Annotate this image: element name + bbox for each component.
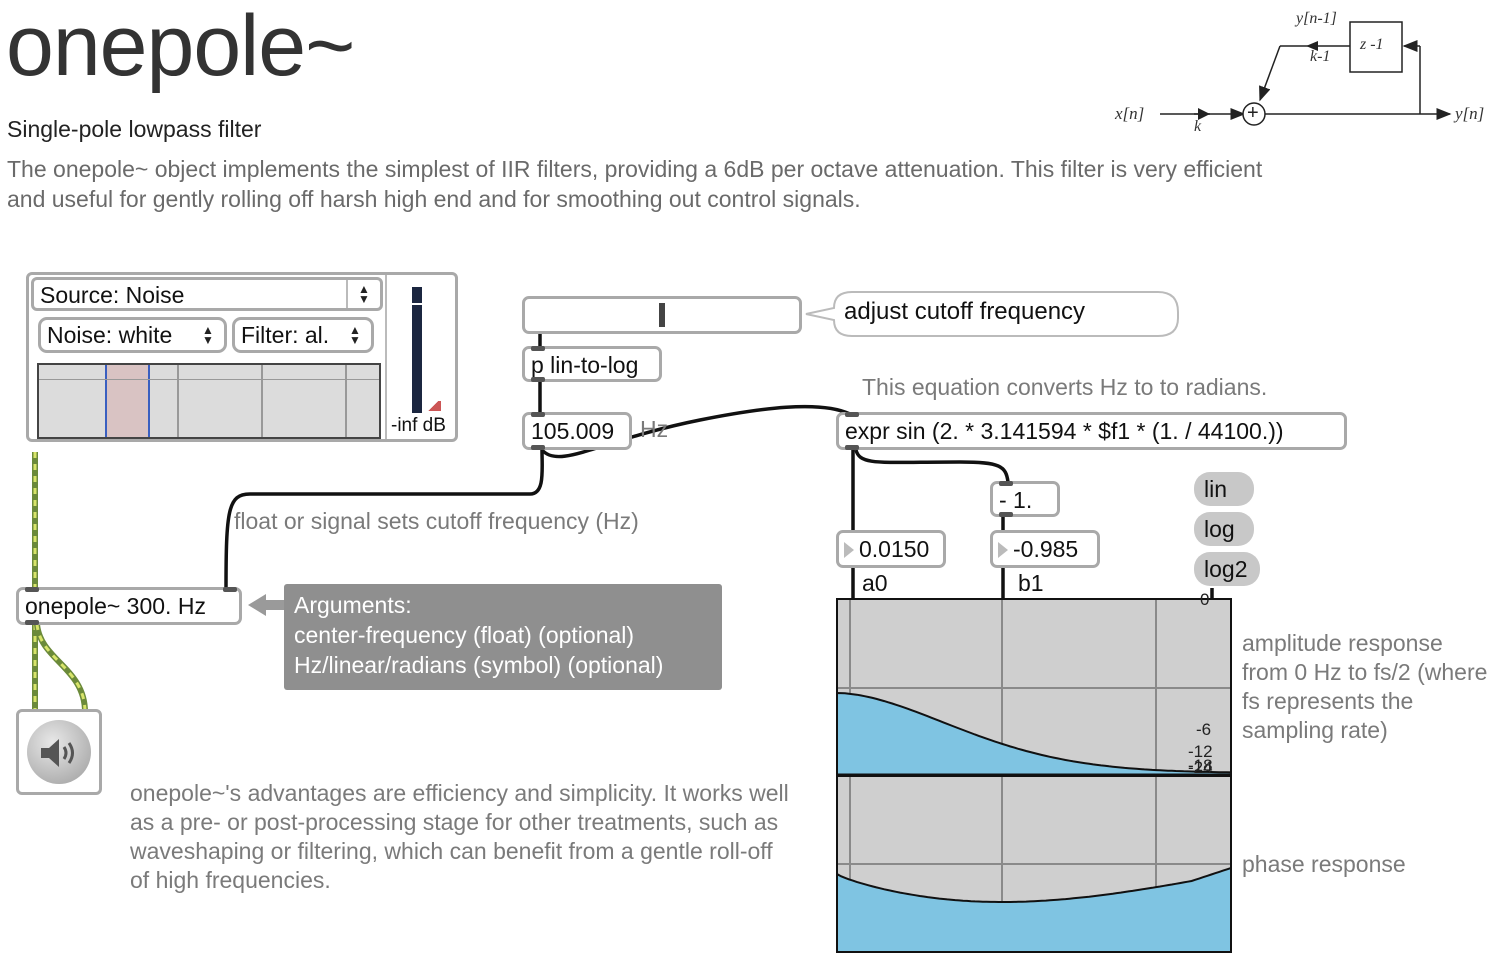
scale-lin-label: lin — [1204, 476, 1228, 502]
hz-number-box[interactable]: 105.009 — [522, 412, 632, 450]
diagram-lines — [1160, 21, 1452, 126]
diagram-sum-symbol: + — [1247, 102, 1259, 124]
outlet[interactable] — [531, 445, 545, 450]
diagram-delay-label: z -1 — [1360, 36, 1384, 53]
expr-label: expr sin (2. * 3.141594 * $f1 * (1. / 44… — [845, 418, 1284, 444]
db-tick-0: 0 — [1200, 590, 1210, 609]
amplitude-comment: amplitude response from 0 Hz to fs/2 (wh… — [1242, 630, 1488, 743]
scale-log2-label: log2 — [1204, 556, 1248, 582]
filter-graph[interactable]: 0 -6 -12 -18 -24 — [836, 590, 1232, 954]
hz-unit-label: Hz — [640, 416, 669, 442]
noise-menu[interactable]: Noise: white ▲▼ — [38, 317, 227, 353]
db-tick-18: -18 — [1188, 756, 1213, 775]
amplitude-curve — [836, 691, 1232, 777]
a0-label: a0 — [862, 570, 888, 596]
grid-line — [261, 365, 263, 437]
slider-thumb[interactable] — [659, 303, 665, 327]
noise-menu-label: Noise: white — [47, 322, 173, 348]
page-title: onepole~ — [6, 0, 355, 94]
arguments-title: Arguments: — [294, 592, 412, 618]
updown-arrows-icon: ▲▼ — [346, 280, 380, 308]
inlet[interactable] — [845, 412, 859, 417]
cutoff-slider[interactable] — [522, 296, 802, 334]
outlet[interactable] — [531, 377, 545, 382]
minus-one-object[interactable]: - 1. — [990, 481, 1060, 517]
diagram-feedback-label: y[n-1] — [1296, 10, 1337, 27]
inlet[interactable] — [999, 481, 1013, 486]
scale-lin-button[interactable]: lin — [1194, 472, 1254, 506]
db-tick-12: -12 — [1188, 742, 1213, 761]
outlet[interactable] — [25, 620, 39, 625]
scale-log2-button[interactable]: log2 — [1194, 552, 1260, 586]
filter-menu[interactable]: Filter: al. ▲▼ — [232, 317, 374, 353]
arguments-line-2: Hz/linear/radians (symbol) (optional) — [294, 652, 664, 678]
level-meter — [412, 287, 422, 413]
meter-clip-indicator — [425, 401, 441, 411]
updown-arrows-icon: ▲▼ — [349, 323, 361, 347]
source-menu[interactable]: Source: Noise ▲▼ — [31, 277, 383, 311]
hz-value: 105.009 — [531, 418, 615, 444]
expr-object[interactable]: expr sin (2. * 3.141594 * $f1 * (1. / 44… — [836, 412, 1347, 450]
audio-output-button[interactable] — [16, 709, 102, 795]
equation-comment: This equation converts Hz to to radians. — [862, 374, 1268, 400]
filter-block-diagram: x[n] y[n] y[n-1] k-1 k z -1 + — [1110, 8, 1490, 138]
meter-label: -inf dB — [391, 415, 446, 436]
comment-bubble — [805, 291, 1179, 337]
band-high-marker[interactable] — [148, 365, 150, 437]
advantages-comment: onepole~'s advantages are efficiency and… — [130, 780, 789, 893]
scale-log-button[interactable]: log — [1194, 512, 1254, 546]
float-comment: float or signal sets cutoff frequency (H… — [234, 508, 639, 534]
filter-graph-svg — [836, 598, 1232, 953]
source-panel: Source: Noise ▲▼ Noise: white ▲▼ Filter:… — [26, 272, 458, 442]
panel-divider — [385, 275, 387, 439]
onepole-label: onepole~ 300. Hz — [25, 593, 206, 619]
grid-line — [345, 365, 347, 437]
lin-to-log-object[interactable]: p lin-to-log — [522, 346, 662, 382]
arguments-box: Arguments: center-frequency (float) (opt… — [284, 584, 722, 690]
diagram-gain-k-label: k — [1194, 118, 1202, 135]
source-menu-label: Source: Noise — [40, 282, 185, 308]
db-tick-6: -6 — [1196, 720, 1212, 739]
outlet[interactable] — [999, 512, 1013, 517]
phase-comment: phase response — [1242, 851, 1406, 877]
number-triangle-icon — [844, 542, 854, 558]
page-description: The onepole~ object implements the simpl… — [7, 156, 1263, 212]
diagram-output-label: y[n] — [1455, 104, 1485, 123]
b1-label: b1 — [1018, 570, 1044, 596]
b1-number-box[interactable]: -0.985 — [990, 530, 1100, 568]
filter-menu-label: Filter: al. — [241, 322, 330, 348]
minus-one-label: - 1. — [999, 487, 1033, 513]
phase-curve — [836, 866, 1232, 953]
db-tick-24: -24 — [1188, 758, 1213, 777]
inlet[interactable] — [531, 346, 545, 351]
a0-number-box[interactable]: 0.0150 — [836, 530, 946, 568]
outlet[interactable] — [845, 445, 859, 450]
a0-value: 0.0150 — [859, 536, 930, 562]
number-triangle-icon — [998, 542, 1008, 558]
speaker-icon — [41, 739, 74, 767]
diagram-gain-k1-label: k-1 — [1310, 48, 1331, 65]
grid-line — [177, 365, 179, 437]
inlet[interactable] — [223, 587, 237, 592]
slider-comment: adjust cutoff frequency — [844, 298, 1086, 325]
updown-arrows-icon: ▲▼ — [202, 323, 214, 347]
scale-log-label: log — [1204, 516, 1235, 542]
diagram-input-label: x[n] — [1115, 104, 1145, 123]
lin-to-log-label: p lin-to-log — [531, 352, 639, 378]
filter-band-region — [105, 365, 149, 437]
b1-value: -0.985 — [1013, 536, 1079, 562]
onepole-object[interactable]: onepole~ 300. Hz — [16, 587, 242, 625]
inlet[interactable] — [531, 412, 545, 417]
page-subtitle: Single-pole lowpass filter — [7, 116, 262, 142]
arguments-line-1: center-frequency (float) (optional) — [294, 622, 635, 648]
source-spectrum-display[interactable] — [37, 363, 381, 439]
left-arrow-icon — [248, 594, 284, 616]
grid-line — [39, 379, 379, 380]
inlet[interactable] — [25, 587, 39, 592]
band-low-marker[interactable] — [105, 365, 107, 437]
